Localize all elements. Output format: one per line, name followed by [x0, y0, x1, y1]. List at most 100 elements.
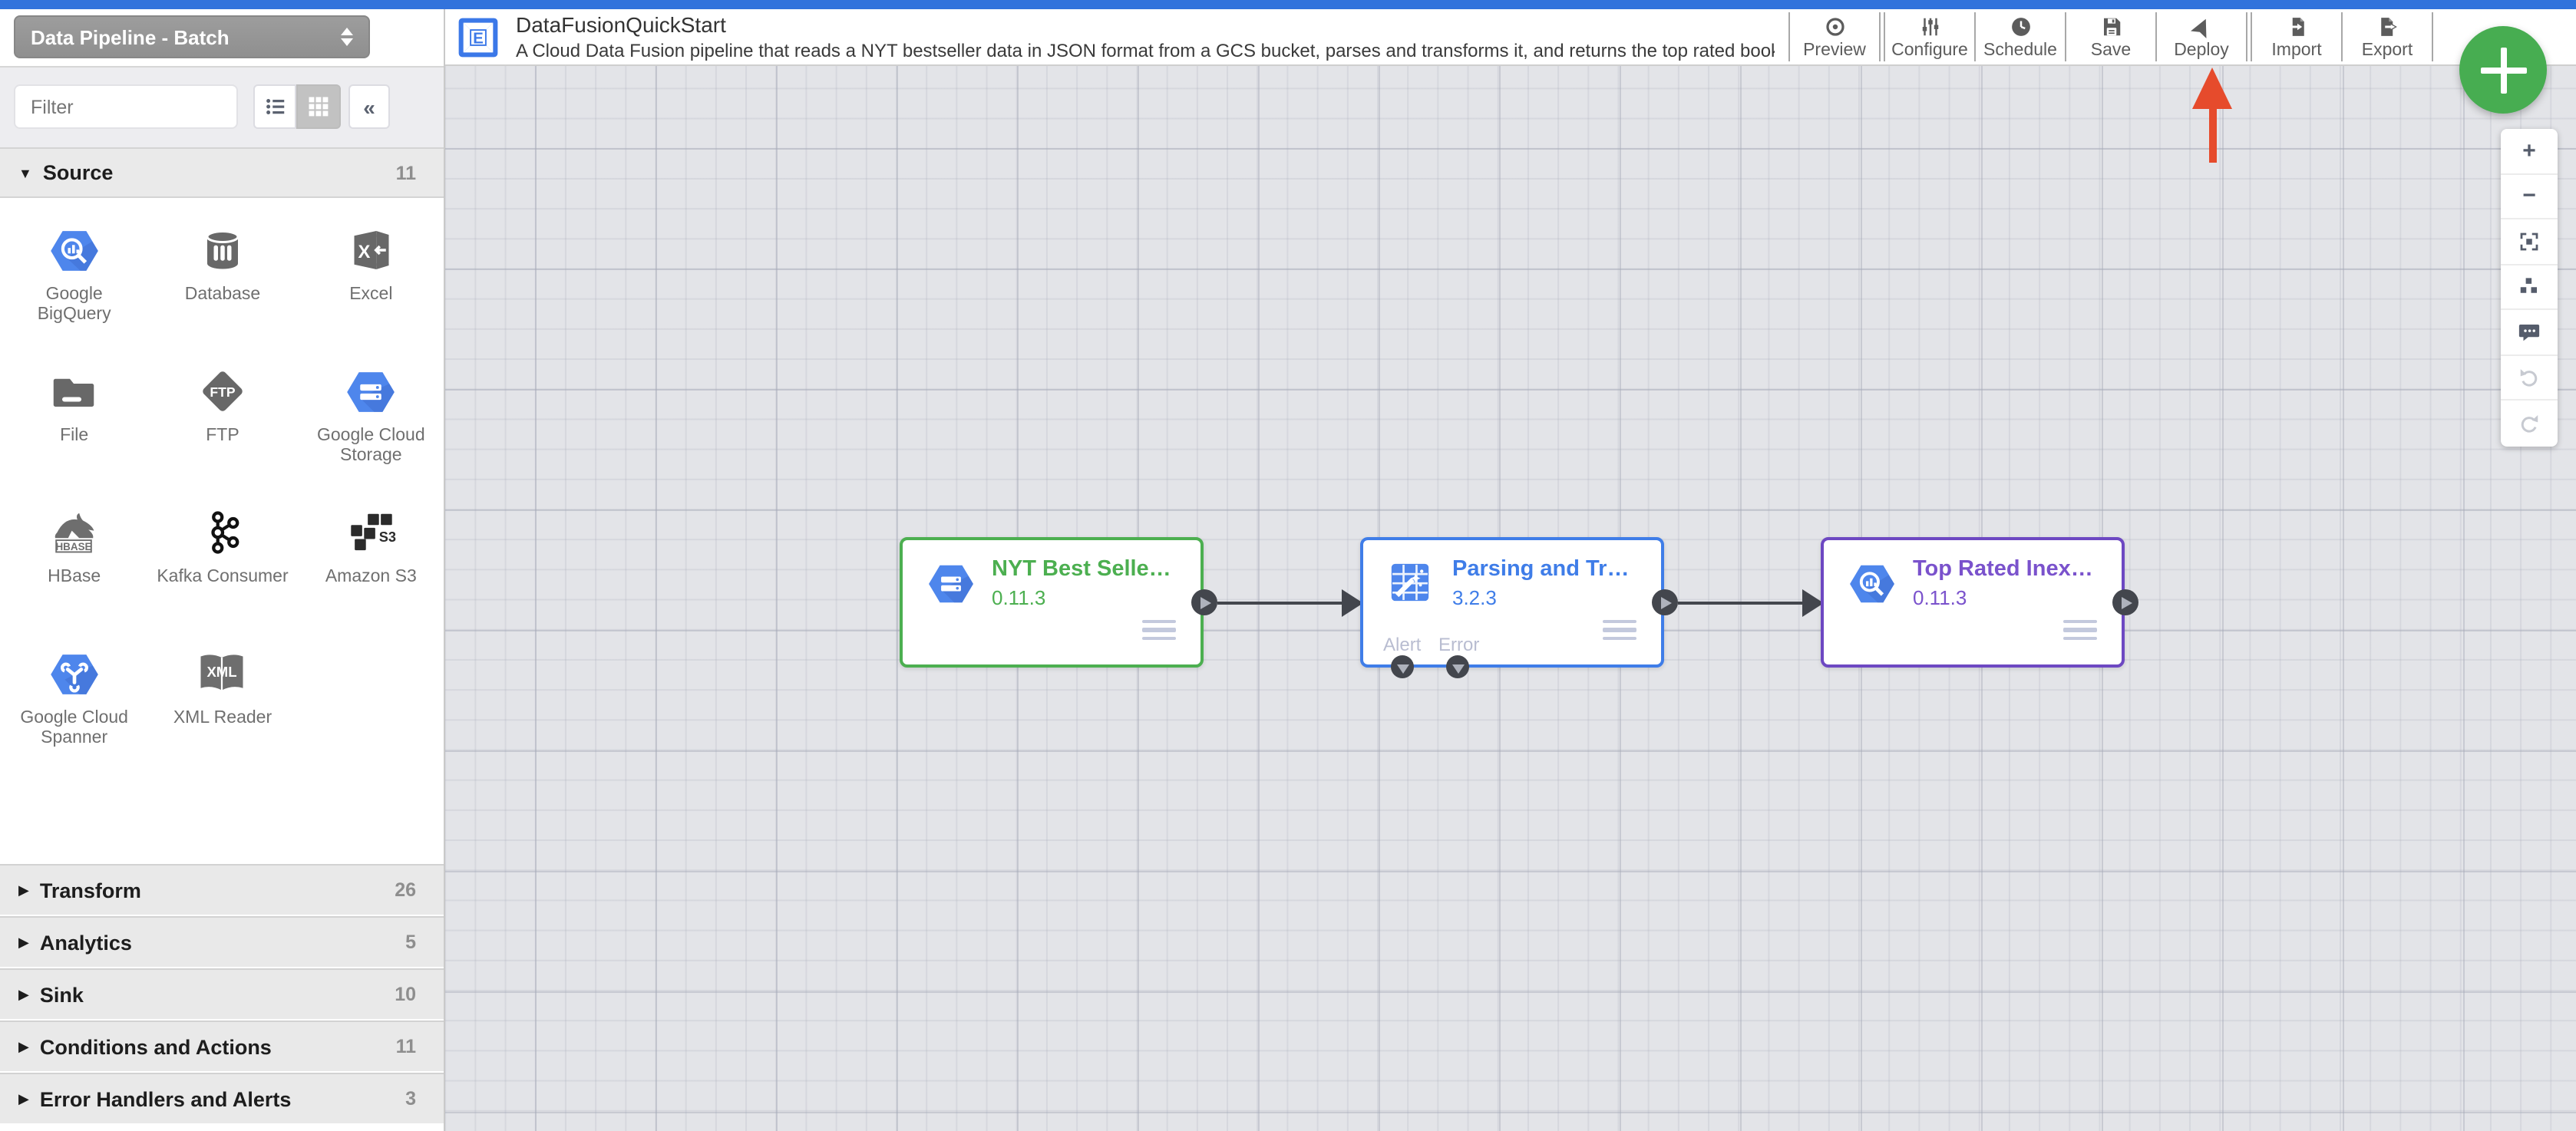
- zoom-in-button[interactable]: +: [2501, 129, 2558, 174]
- plugin-label: Amazon S3: [325, 568, 417, 586]
- plugin-label: Google BigQuery: [37, 285, 111, 324]
- pipeline-type-dropdown[interactable]: Data Pipeline - Batch: [14, 15, 370, 58]
- play-icon: [1200, 596, 1210, 608]
- node-version: 0.11.3: [992, 586, 1046, 609]
- canvas-toolbar: + −: [2501, 129, 2558, 446]
- auto-align-icon: [2520, 278, 2537, 294]
- triangle-down-icon: [1396, 664, 1409, 673]
- plugin-label: Kafka Consumer: [157, 568, 289, 586]
- collapse-chevrons-icon: «: [363, 94, 375, 119]
- pipeline-type-row: Data Pipeline - Batch: [0, 9, 444, 68]
- plugin-database[interactable]: Database: [148, 224, 296, 328]
- node-parsing-and-transform[interactable]: Parsing and Tr… 3.2.3 Alert Error: [1360, 537, 1664, 668]
- section-source[interactable]: ▼ Source 11: [0, 147, 444, 198]
- node2-output-port[interactable]: [1651, 589, 1677, 615]
- list-view-toggle[interactable]: [253, 84, 296, 129]
- node-menu-icon[interactable]: [1142, 619, 1176, 640]
- plugin-label: XML Reader: [173, 709, 272, 727]
- wrangler-icon: [1388, 560, 1432, 612]
- svg-text:FTP: FTP: [210, 384, 235, 400]
- node3-output-port[interactable]: [2112, 589, 2138, 615]
- plugin-file[interactable]: File: [0, 365, 148, 470]
- plugin-label: Excel: [349, 285, 393, 304]
- plugin-google-bigquery[interactable]: Google BigQuery: [0, 224, 148, 328]
- grid-view-toggle[interactable]: [296, 84, 341, 129]
- plugin-label: Database: [184, 285, 261, 304]
- spanner-hexagon-icon: [49, 648, 100, 700]
- kafka-icon: [201, 506, 244, 559]
- pipeline-title: DataFusionQuickStart: [516, 12, 726, 37]
- section-analytics[interactable]: ▶ Analytics 5: [0, 916, 444, 967]
- deploy-button[interactable]: Deploy: [2157, 9, 2246, 64]
- plugin-label: File: [60, 427, 89, 445]
- play-icon: [1660, 596, 1671, 608]
- file-import-icon: [2287, 17, 2304, 35]
- eye-icon: [1825, 17, 1844, 35]
- folder-icon: [51, 365, 97, 417]
- plugin-label: HBase: [48, 568, 101, 586]
- category-list: ▶ Transform 26 ▶ Analytics 5 ▶ Sink 10 ▶…: [0, 864, 444, 1125]
- node-menu-icon[interactable]: [1603, 619, 1636, 640]
- bigquery-hexagon-icon: [49, 224, 100, 276]
- plugin-label: FTP: [206, 427, 239, 445]
- node-menu-icon[interactable]: [2063, 619, 2097, 640]
- caret-right-icon: ▶: [18, 882, 29, 897]
- fit-to-screen-button[interactable]: [2501, 219, 2558, 265]
- caret-right-icon: ▶: [18, 934, 29, 949]
- header-toolbar: Preview Configure: [1788, 9, 2433, 64]
- redo-button[interactable]: [2501, 401, 2558, 446]
- node2-alert-port[interactable]: [1391, 655, 1414, 678]
- export-button[interactable]: Export: [2343, 9, 2432, 64]
- list-view-icon: [266, 99, 284, 114]
- configure-button[interactable]: Configure: [1885, 9, 1974, 64]
- schedule-button[interactable]: Schedule: [1976, 9, 2065, 64]
- auto-align-button[interactable]: [2501, 265, 2558, 310]
- plugin-amazon-s3[interactable]: S3 Amazon S3: [297, 506, 445, 611]
- svg-text:HBASE: HBASE: [56, 541, 92, 552]
- file-export-icon: [2380, 17, 2396, 35]
- database-cylinder-icon: [200, 224, 246, 276]
- svg-text:E: E: [473, 30, 484, 47]
- section-transform[interactable]: ▶ Transform 26: [0, 864, 444, 915]
- pipeline-canvas[interactable]: NYT Best Selle… 0.11.3: [445, 66, 2576, 1131]
- plugin-label: Google Cloud Storage: [316, 427, 425, 465]
- filter-input[interactable]: [14, 84, 238, 129]
- section-error-handlers-and-alerts[interactable]: ▶ Error Handlers and Alerts 3: [0, 1073, 444, 1123]
- undo-button[interactable]: [2501, 355, 2558, 401]
- section-conditions-and-actions[interactable]: ▶ Conditions and Actions 11: [0, 1021, 444, 1071]
- plugin-kafka-consumer[interactable]: Kafka Consumer: [148, 506, 296, 611]
- xml-book-icon: XML: [197, 648, 248, 700]
- plugin-google-cloud-storage[interactable]: Google Cloud Storage: [297, 365, 445, 470]
- plugin-google-cloud-spanner[interactable]: Google Cloud Spanner: [0, 648, 148, 752]
- node2-error-port[interactable]: [1446, 655, 1469, 678]
- node-nyt-best-sellers[interactable]: NYT Best Selle… 0.11.3: [900, 537, 1204, 668]
- zoom-out-button[interactable]: −: [2501, 174, 2558, 219]
- undo-icon: [2520, 369, 2538, 387]
- import-button[interactable]: Import: [2252, 9, 2341, 64]
- filter-row: «: [0, 68, 444, 147]
- collapse-sidebar-button[interactable]: «: [348, 84, 390, 129]
- plugin-hbase[interactable]: HBASE HBase: [0, 506, 148, 611]
- section-sink[interactable]: ▶ Sink 10: [0, 968, 444, 1019]
- node-version: 3.2.3: [1452, 586, 1497, 609]
- caret-down-icon: ▼: [18, 165, 32, 180]
- node-top-rated-inexpensive[interactable]: Top Rated Inex… 0.11.3: [1821, 537, 2125, 668]
- dropdown-caret-icon: [341, 28, 353, 46]
- node-name: Top Rated Inex…: [1913, 557, 2093, 582]
- comment-button[interactable]: [2501, 310, 2558, 355]
- plugin-excel[interactable]: X Excel: [297, 224, 445, 328]
- hbase-orca-icon: HBASE: [47, 506, 102, 559]
- plugin-ftp[interactable]: FTP FTP: [148, 365, 296, 470]
- fit-to-screen-icon: [2520, 232, 2538, 250]
- clock-icon: [2011, 17, 2029, 35]
- pipeline-type-value: Data Pipeline - Batch: [31, 25, 230, 48]
- svg-text:S3: S3: [378, 529, 395, 545]
- save-button[interactable]: Save: [2066, 9, 2155, 64]
- caret-right-icon: ▶: [18, 1038, 29, 1054]
- preview-button[interactable]: Preview: [1790, 9, 1879, 64]
- node1-output-port[interactable]: [1191, 589, 1217, 615]
- svg-text:X: X: [358, 242, 370, 262]
- add-plugin-button[interactable]: [2459, 26, 2547, 114]
- plugin-xml-reader[interactable]: XML XML Reader: [148, 648, 296, 752]
- data-fusion-logo: E: [458, 18, 498, 58]
